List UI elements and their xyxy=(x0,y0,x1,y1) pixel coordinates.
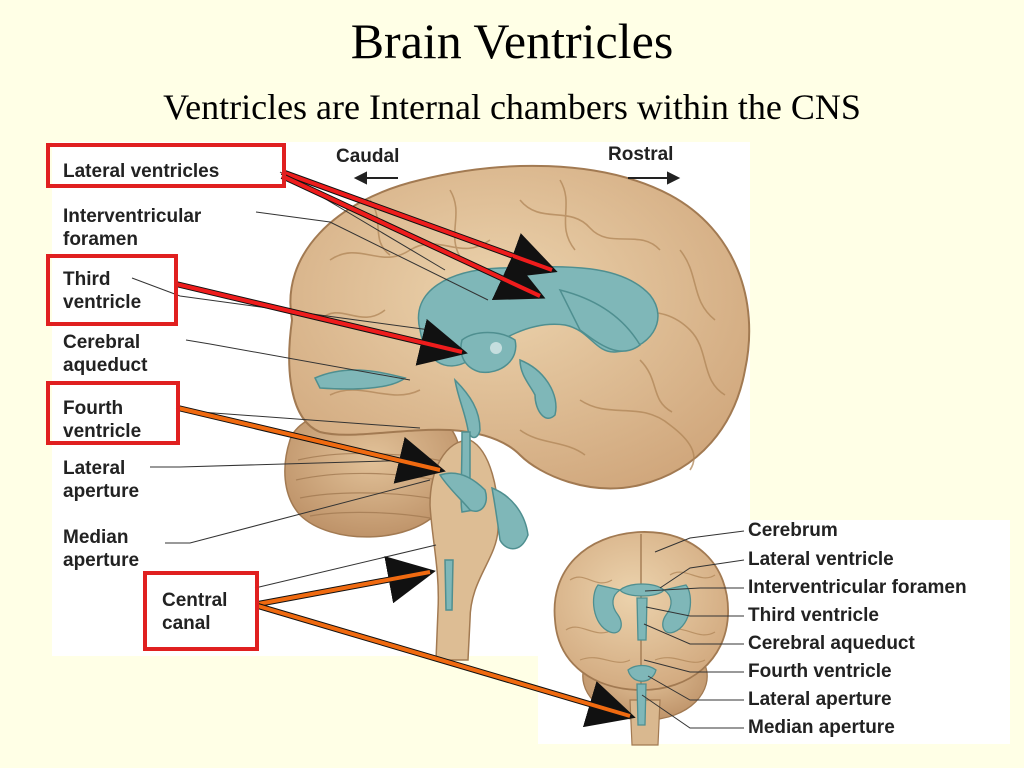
ventricle-system xyxy=(313,265,659,611)
label-text-line1: Third xyxy=(63,269,111,290)
label-lateral-ventricles: Lateral ventricles xyxy=(63,160,219,183)
page-subtitle: Ventricles are Internal chambers within … xyxy=(163,87,861,127)
highlight-box-fourth-ventricle xyxy=(46,381,180,445)
label-text-line1: Median xyxy=(63,527,129,548)
label-cerebral-aqueduct: Cerebral aqueduct xyxy=(63,331,147,377)
label-text-line2: aperture xyxy=(63,550,140,571)
highlight-box-third-ventricle xyxy=(46,254,178,326)
label-median-aperture: Median aperture xyxy=(63,526,139,572)
rostral-label: Rostral xyxy=(608,144,674,165)
right-label-fourth-ventricle: Fourth ventricle xyxy=(748,661,892,682)
label-text-line2: foramen xyxy=(63,229,138,250)
label-text-line2: aqueduct xyxy=(63,355,148,376)
label-text-line2: aperture xyxy=(63,481,140,502)
right-label-median-aperture: Median aperture xyxy=(748,717,895,738)
label-third-ventricle: Third ventricle xyxy=(63,268,141,314)
right-label-cerebrum: Cerebrum xyxy=(748,520,838,541)
caudal-label: Caudal xyxy=(336,146,400,167)
label-text-line2: ventricle xyxy=(63,421,142,442)
label-fourth-ventricle: Fourth ventricle xyxy=(63,397,141,443)
label-text-line1: Fourth xyxy=(63,398,124,419)
orange-arrows xyxy=(177,405,636,728)
right-label-lateral-ventricle: Lateral ventricle xyxy=(748,549,894,570)
label-text-line1: Cerebral xyxy=(63,332,141,353)
right-label-interventricular-foramen: Interventricular foramen xyxy=(748,577,967,598)
label-text-line1: Interventricular xyxy=(63,206,202,227)
label-text-line2: ventricle xyxy=(63,292,142,313)
right-label-lateral-aperture: Lateral aperture xyxy=(748,689,892,710)
right-label-cerebral-aqueduct: Cerebral aqueduct xyxy=(748,633,915,654)
label-text-line1: Lateral xyxy=(63,458,126,479)
label-text: Lateral ventricles xyxy=(63,161,220,182)
label-lateral-aperture: Lateral aperture xyxy=(63,457,139,503)
label-central-canal: Central canal xyxy=(162,589,227,635)
frontal-brain xyxy=(553,531,729,746)
red-arrows xyxy=(175,169,558,366)
label-text-line1: Central xyxy=(162,590,228,611)
label-text-line2: canal xyxy=(162,613,211,634)
label-interventricular-foramen: Interventricular foramen xyxy=(63,205,201,251)
right-label-third-ventricle: Third ventricle xyxy=(748,605,879,626)
highlight-box-lateral-ventricles xyxy=(46,143,286,188)
page-title: Brain Ventricles xyxy=(350,13,674,69)
highlight-box-central-canal xyxy=(143,571,259,651)
